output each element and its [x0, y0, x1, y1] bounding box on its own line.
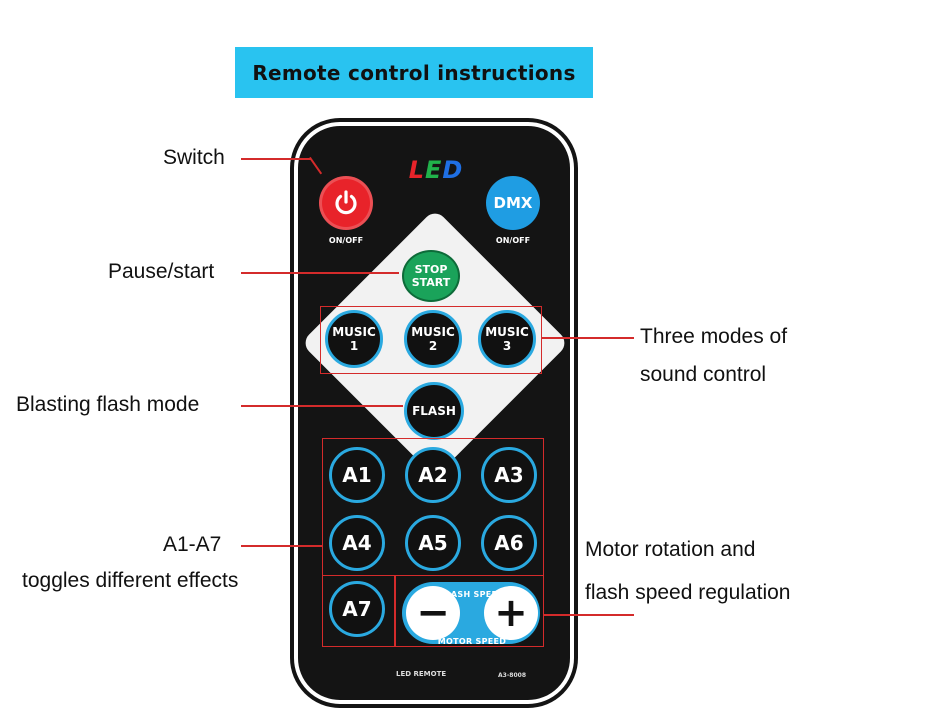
- dmx-label: DMX: [493, 194, 533, 212]
- start-label: START: [411, 276, 451, 289]
- stop-label: STOP: [414, 263, 448, 276]
- blasting-flash-label: Blasting flash mode: [16, 393, 200, 416]
- a1-a7-description: toggles different effects: [22, 569, 239, 592]
- a3-label: A3: [494, 463, 524, 487]
- a7-callout-box: [322, 575, 396, 647]
- dmx-button[interactable]: DMX: [486, 176, 540, 230]
- footer-model: A3-8008: [498, 672, 527, 679]
- a1-label: A1: [342, 463, 372, 487]
- switch-label: Switch: [163, 146, 225, 169]
- a1-button[interactable]: A1: [329, 447, 385, 503]
- motor-rotation-label: Motor rotation and: [585, 538, 756, 561]
- pause-start-callout-line: [241, 272, 399, 274]
- motor-speed-label: MOTOR SPEED: [437, 637, 507, 646]
- minus-icon: −: [416, 590, 450, 636]
- speed-callout-box: [394, 575, 544, 647]
- a4-label: A4: [342, 531, 372, 555]
- flash-label: FLASH: [412, 404, 456, 418]
- a4-button[interactable]: A4: [329, 515, 385, 571]
- a5-button[interactable]: A5: [405, 515, 461, 571]
- title-banner: Remote control instructions: [235, 47, 593, 98]
- a7-button[interactable]: A7: [329, 581, 385, 637]
- dmx-caption: ON/OFF: [495, 236, 531, 245]
- a-buttons-callout-box: [322, 438, 544, 576]
- sound-control-label: sound control: [640, 363, 767, 386]
- a3-button[interactable]: A3: [481, 447, 537, 503]
- footer-brand: LED REMOTE: [396, 670, 447, 678]
- music-3-line2: 3: [502, 339, 512, 353]
- a7-label: A7: [342, 597, 372, 621]
- speed-plus-button[interactable]: +: [484, 586, 538, 640]
- stop-start-button[interactable]: STOP START: [402, 250, 460, 302]
- a6-button[interactable]: A6: [481, 515, 537, 571]
- a6-label: A6: [494, 531, 524, 555]
- flash-button[interactable]: FLASH: [404, 382, 464, 440]
- a1-a7-label: A1-A7: [163, 533, 222, 556]
- music-3-line1: MUSIC: [485, 325, 529, 339]
- blasting-flash-callout-line: [241, 405, 403, 407]
- title-text: Remote control instructions: [252, 60, 576, 85]
- switch-callout-line: [241, 158, 311, 160]
- pause-start-label: Pause/start: [108, 260, 215, 283]
- music-3-button[interactable]: MUSIC 3: [478, 310, 536, 368]
- speed-minus-button[interactable]: −: [406, 586, 460, 640]
- a2-button[interactable]: A2: [405, 447, 461, 503]
- plus-icon: +: [494, 590, 528, 636]
- a2-label: A2: [418, 463, 448, 487]
- power-button[interactable]: [319, 176, 373, 230]
- music-1-button[interactable]: MUSIC 1: [325, 310, 383, 368]
- music-2-button[interactable]: MUSIC 2: [404, 310, 462, 368]
- a5-label: A5: [418, 531, 448, 555]
- three-modes-callout-line: [542, 337, 634, 339]
- flash-speed-regulation-label: flash speed regulation: [585, 581, 791, 604]
- music-buttons-callout-box: [320, 306, 542, 374]
- power-icon: [335, 190, 357, 215]
- led-logo: LED: [400, 156, 472, 184]
- logo-letter-l: L: [408, 156, 425, 184]
- three-modes-label: Three modes of: [640, 325, 788, 348]
- power-caption: ON/OFF: [328, 236, 364, 245]
- music-2-line2: 2: [428, 339, 438, 353]
- music-1-line1: MUSIC: [332, 325, 376, 339]
- logo-letter-e: E: [424, 156, 443, 184]
- motor-speed-callout-line: [544, 614, 634, 616]
- music-1-line2: 1: [349, 339, 359, 353]
- a1-a7-callout-line: [241, 545, 323, 547]
- music-2-line1: MUSIC: [411, 325, 455, 339]
- logo-letter-d: D: [442, 156, 464, 184]
- flash-speed-label: FLASH SPEED: [439, 590, 505, 599]
